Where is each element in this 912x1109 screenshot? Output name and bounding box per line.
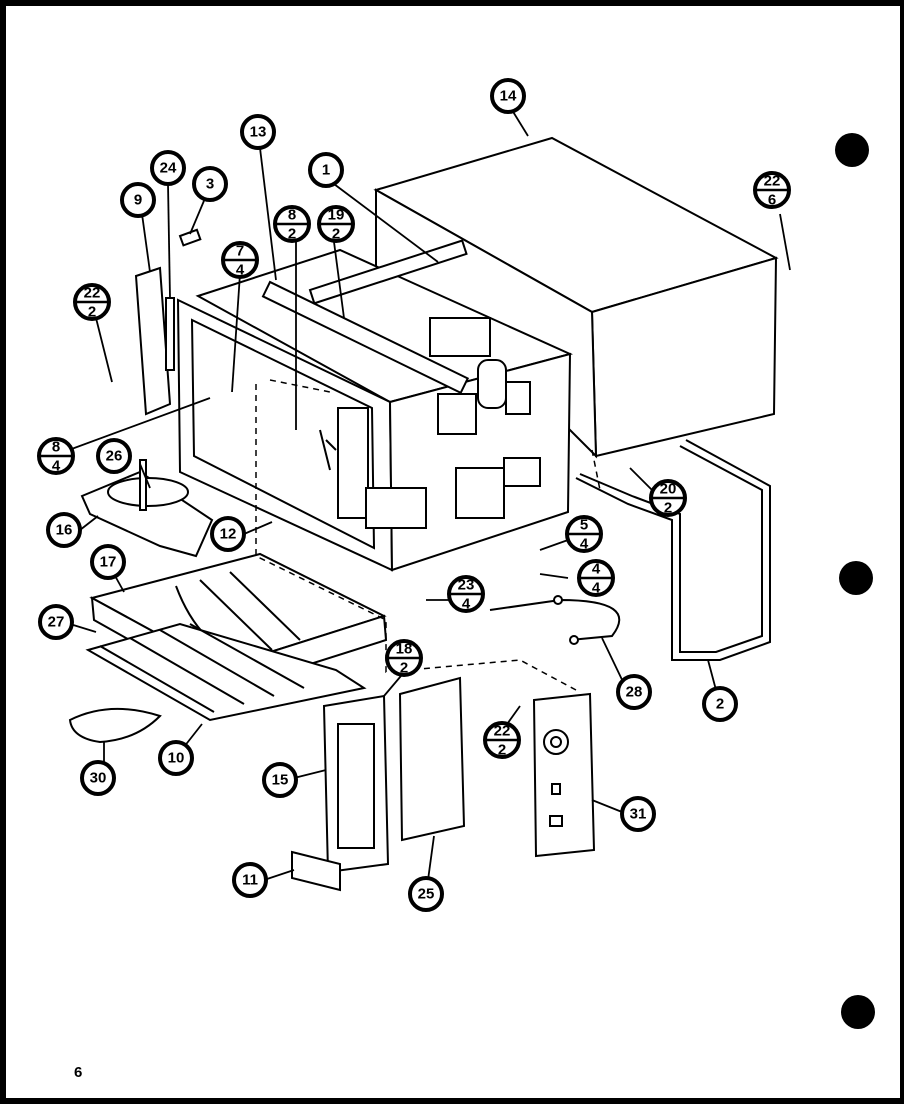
grease-filter [85,622,367,722]
wire-harness-inner [579,445,763,653]
svg-text:4: 4 [580,536,589,553]
svg-text:8: 8 [52,439,60,456]
svg-text:17: 17 [100,554,117,571]
lamp [68,707,162,744]
svg-text:4: 4 [236,262,245,279]
svg-text:22: 22 [764,173,781,190]
callout-24: 24 [150,150,186,186]
punch-hole-middle [839,561,873,595]
svg-text:15: 15 [272,772,289,789]
callout-15: 15 [262,762,298,798]
punch-hole-top [835,133,869,167]
svg-text:2: 2 [716,696,724,713]
callout-11: 11 [232,862,268,898]
fraction-callout-4-4: 44 [577,559,615,597]
callout-25: 25 [408,876,444,912]
callout-31: 31 [620,796,656,832]
callout-1: 1 [308,152,344,188]
callout-30: 30 [80,760,116,796]
svg-text:10: 10 [168,750,185,767]
svg-text:20: 20 [660,481,677,498]
svg-text:31: 31 [630,806,647,823]
svg-text:2: 2 [288,226,296,243]
page-number: 6 [74,1064,83,1081]
svg-text:26: 26 [106,448,123,465]
callout-9: 9 [120,182,156,218]
punch-hole-bottom [841,995,875,1029]
svg-text:22: 22 [84,285,101,302]
fraction-callout-22-6: 226 [753,171,791,209]
callout-16: 16 [46,512,82,548]
control-panel [532,692,596,858]
svg-text:14: 14 [500,88,517,105]
fraction-callout-20-2: 202 [649,479,687,517]
callout-28: 28 [616,674,652,710]
side-panel [134,228,202,416]
svg-text:4: 4 [592,561,601,578]
svg-text:28: 28 [626,684,643,701]
svg-text:25: 25 [418,886,435,903]
callout-12: 12 [210,516,246,552]
cover-plate [398,676,466,842]
wire-harness [575,439,771,661]
callout-26: 26 [96,438,132,474]
assembly-line [591,449,601,491]
svg-text:8: 8 [288,207,296,224]
fraction-callout-22-2-bottom: 222 [483,721,521,759]
svg-text:22: 22 [494,723,511,740]
svg-text:9: 9 [134,192,142,209]
fraction-callout-18-2: 182 [385,639,423,677]
callout-14: 14 [490,78,526,114]
stirrer-assembly [80,459,214,558]
fraction-callout-7-4: 74 [221,241,259,279]
svg-text:4: 4 [52,458,61,475]
svg-text:6: 6 [768,192,776,209]
svg-text:16: 16 [56,522,73,539]
svg-text:23: 23 [458,577,475,594]
svg-text:11: 11 [242,872,258,889]
fraction-callout-22-2-left: 222 [73,283,111,321]
svg-text:7: 7 [236,243,244,260]
callout-27: 27 [38,604,74,640]
svg-text:27: 27 [48,614,65,631]
svg-text:4: 4 [592,580,601,597]
svg-text:2: 2 [498,742,506,759]
svg-text:12: 12 [220,526,237,543]
door-frame [322,694,390,874]
fraction-callout-8-2: 82 [273,205,311,243]
svg-text:1: 1 [322,162,330,179]
svg-text:3: 3 [206,176,214,193]
svg-text:2: 2 [664,500,672,517]
svg-text:2: 2 [88,304,96,321]
trim-strip [291,850,341,892]
main-chassis [176,239,573,572]
svg-text:30: 30 [90,770,107,787]
thermistor-probe [489,595,621,645]
assembly-line [255,384,577,691]
svg-text:18: 18 [396,641,413,658]
svg-text:5: 5 [580,517,588,534]
svg-text:2: 2 [332,226,340,243]
svg-text:4: 4 [462,596,471,613]
fraction-callout-8-4: 84 [37,437,75,475]
svg-text:13: 13 [250,124,267,141]
callout-10: 10 [158,740,194,776]
fraction-callout-23-4: 234 [447,575,485,613]
svg-text:19: 19 [328,207,345,224]
svg-text:2: 2 [400,660,408,677]
callout-3: 3 [192,166,228,202]
fraction-callout-5-4: 54 [565,515,603,553]
callout-17: 17 [90,544,126,580]
fraction-callout-19-2: 192 [317,205,355,243]
callout-2: 2 [702,686,738,722]
callout-13: 13 [240,114,276,150]
svg-text:24: 24 [160,160,177,177]
